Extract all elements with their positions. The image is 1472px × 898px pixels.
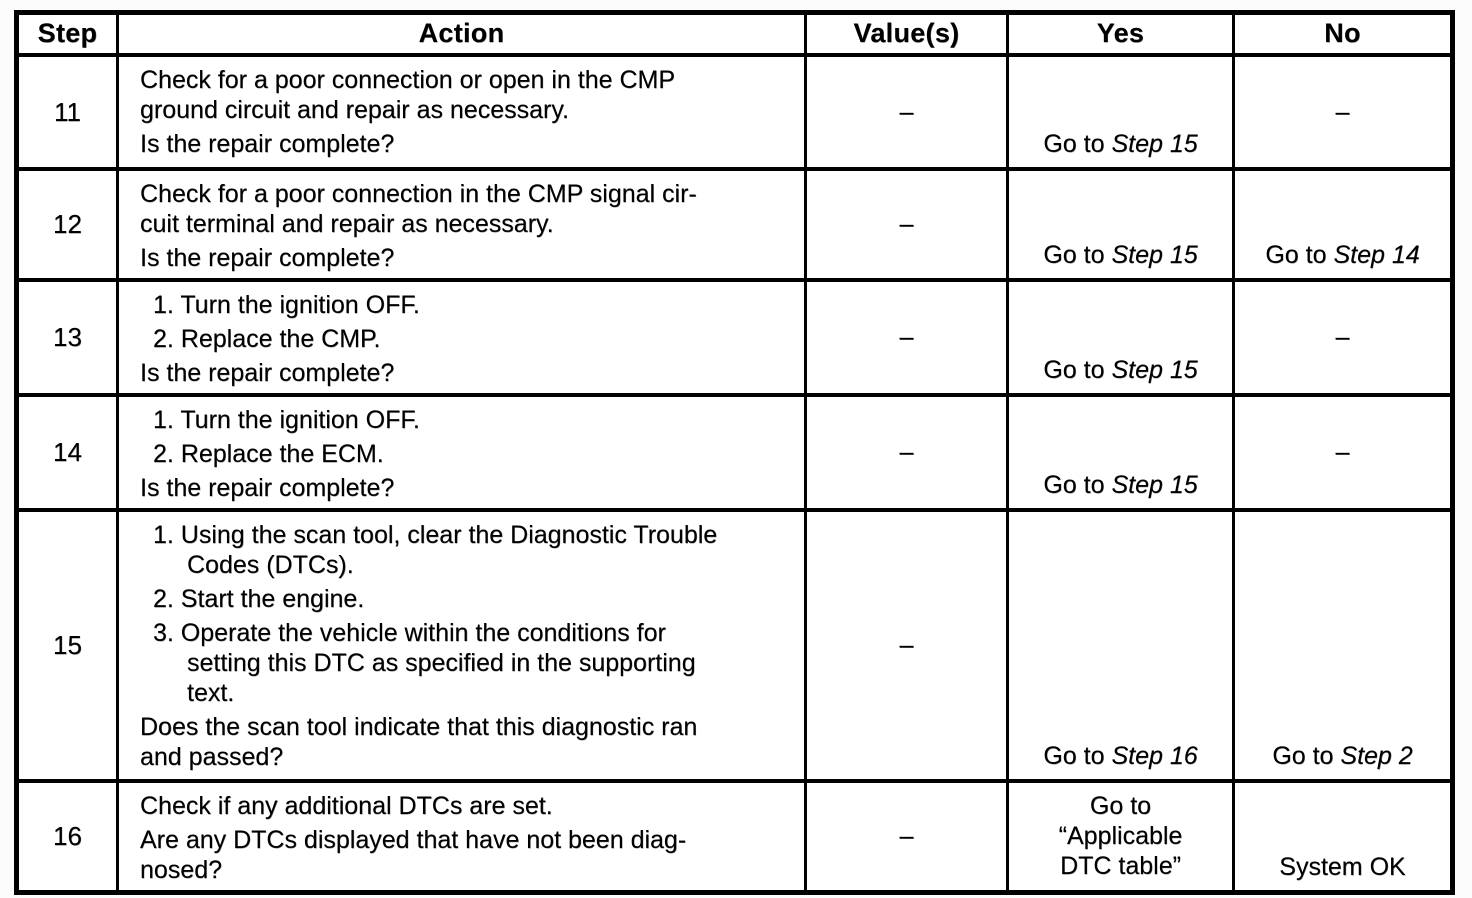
action-numbered-item: 1. Turn the ignition OFF.: [153, 290, 420, 319]
no-cell: Go to Step 2: [1232, 507, 1454, 783]
table-row-step-11: 11 Check for a poor connection or open i…: [15, 52, 1454, 171]
action-numbered-item: 2. Start the engine.: [153, 584, 365, 613]
action-cell: Check for a poor connection in the CMP s…: [116, 166, 807, 282]
column-header-step: Step: [15, 10, 119, 57]
no-cell: System OK: [1232, 778, 1454, 894]
value-cell: –: [804, 166, 1009, 282]
action-question: Does the scan tool indicate that this di…: [140, 712, 698, 771]
no-cell: –: [1232, 52, 1454, 171]
column-header-yes: Yes: [1006, 10, 1235, 57]
yes-cell: Go to “Applicable DTC table”: [1006, 778, 1235, 894]
yes-cell: Go to Step 15: [1006, 277, 1235, 397]
column-header-action: Action: [116, 10, 807, 57]
action-cell: 1. Using the scan tool, clear the Diagno…: [116, 507, 807, 783]
goto-reference: Go to Step 15: [1043, 129, 1198, 158]
value-cell: –: [804, 507, 1009, 783]
goto-reference: Go to Step 15: [1043, 355, 1198, 384]
goto-reference: Go to Step 16: [1043, 741, 1198, 770]
value-cell: –: [804, 778, 1009, 894]
action-numbered-item: 2. Replace the ECM.: [153, 439, 384, 468]
table-row-step-15: 15 1. Using the scan tool, clear the Dia…: [15, 507, 1454, 783]
table-row-step-13: 13 1. Turn the ignition OFF. 2. Replace …: [15, 277, 1454, 397]
value-cell: –: [804, 52, 1009, 171]
table-header-row: Step Action Value(s) Yes No: [15, 10, 1454, 57]
column-header-no: No: [1232, 10, 1454, 57]
action-question: Is the repair complete?: [140, 243, 395, 272]
action-numbered-item: 3. Operate the vehicle within the condit…: [153, 618, 696, 707]
action-text: Check for a poor connection or open in t…: [140, 65, 676, 124]
action-text: Check for a poor connection in the CMP s…: [140, 179, 697, 238]
step-number: 15: [15, 507, 119, 783]
value-cell: –: [804, 277, 1009, 397]
yes-cell: Go to Step 15: [1006, 392, 1235, 512]
action-question: Is the repair complete?: [140, 473, 395, 502]
action-numbered-item: 2. Replace the CMP.: [153, 324, 381, 353]
table-row-step-14: 14 1. Turn the ignition OFF. 2. Replace …: [15, 392, 1454, 512]
step-number: 11: [15, 52, 119, 171]
action-question: Are any DTCs displayed that have not bee…: [140, 825, 687, 884]
no-cell: –: [1232, 392, 1454, 512]
no-cell: Go to Step 14: [1232, 166, 1454, 282]
step-number: 16: [15, 778, 119, 894]
value-cell: –: [804, 392, 1009, 512]
goto-reference: Go to Step 15: [1043, 470, 1198, 499]
goto-reference: Go to Step 14: [1265, 240, 1420, 269]
action-question: Is the repair complete?: [140, 129, 395, 158]
action-text: Check if any additional DTCs are set.: [140, 791, 553, 820]
action-numbered-item: 1. Turn the ignition OFF.: [153, 405, 420, 434]
step-number: 12: [15, 166, 119, 282]
column-header-values: Value(s): [804, 10, 1009, 57]
table-row-step-12: 12 Check for a poor connection in the CM…: [15, 166, 1454, 282]
action-cell: Check if any additional DTCs are set. Ar…: [116, 778, 807, 894]
action-cell: 1. Turn the ignition OFF. 2. Replace the…: [116, 277, 807, 397]
step-number: 14: [15, 392, 119, 512]
yes-cell: Go to Step 15: [1006, 52, 1235, 171]
action-question: Is the repair complete?: [140, 358, 395, 387]
action-cell: 1. Turn the ignition OFF. 2. Replace the…: [116, 392, 807, 512]
table-row-step-16: 16 Check if any additional DTCs are set.…: [15, 778, 1454, 894]
no-cell: –: [1232, 277, 1454, 397]
step-number: 13: [15, 277, 119, 397]
goto-reference: Go to Step 2: [1272, 741, 1413, 770]
diagnostic-steps-table: Step Action Value(s) Yes No 11 Check for…: [14, 10, 1455, 895]
action-cell: Check for a poor connection or open in t…: [116, 52, 807, 171]
goto-reference: Go to Step 15: [1043, 240, 1198, 269]
action-numbered-item: 1. Using the scan tool, clear the Diagno…: [153, 520, 718, 579]
yes-cell: Go to Step 15: [1006, 166, 1235, 282]
yes-cell: Go to Step 16: [1006, 507, 1235, 783]
